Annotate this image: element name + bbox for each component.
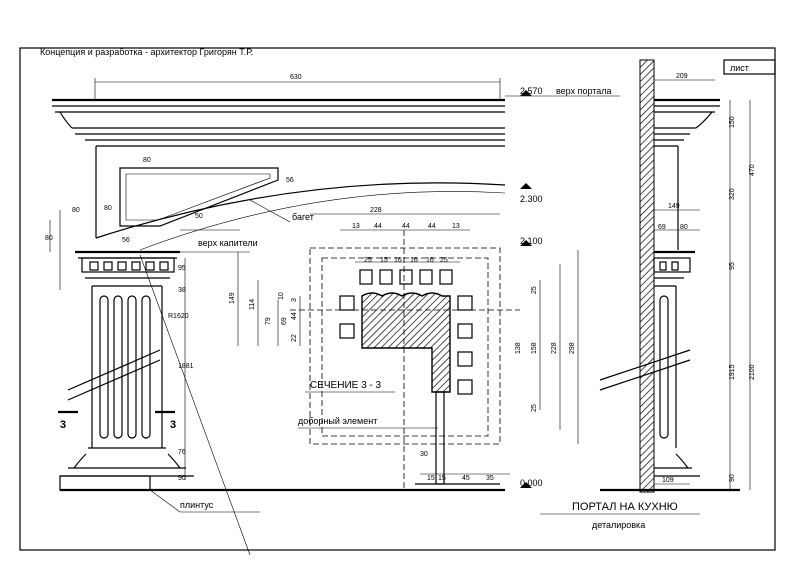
level-arch: 2.300	[520, 194, 543, 204]
dim-630: 630	[290, 74, 302, 81]
extra-element	[435, 391, 445, 485]
side-dim-90: 90	[729, 474, 736, 482]
dim-80c: 80	[72, 207, 80, 214]
dim-16a: 16	[394, 257, 402, 264]
side-dim-149: 149	[668, 203, 680, 210]
subtitle-text: деталировка	[592, 520, 645, 530]
dim-80d: 80	[45, 235, 53, 242]
sheet-label: лист	[730, 63, 749, 73]
label-plinth: плинтус	[180, 500, 214, 510]
dim-35: 35	[486, 475, 494, 482]
cut-marker-right: 3	[170, 419, 176, 431]
dim-10: 10	[278, 292, 285, 300]
dim-15: 15	[380, 257, 388, 264]
dim-114: 114	[249, 299, 256, 310]
dim-80b: 80	[104, 205, 112, 212]
dim-50: 50	[195, 213, 203, 220]
side-dim-320: 320	[729, 188, 736, 200]
label-extra: доборный элемент	[298, 416, 377, 426]
section-3-3	[237, 213, 579, 490]
level-top-label: верх портала	[556, 86, 612, 96]
credit-text: Концепция и разработка - архитектор Григ…	[40, 47, 253, 57]
level-marks	[505, 90, 620, 488]
side-dim-80: 80	[680, 224, 688, 231]
dim-228v: 228	[551, 342, 558, 354]
section-profile	[361, 292, 451, 393]
sheet-frame	[19, 47, 776, 551]
front-view: 3 3	[49, 78, 506, 556]
side-dim-2100: 2100	[749, 364, 756, 380]
level-capital: 2.100	[520, 236, 543, 246]
dim-15b: 15	[427, 475, 435, 482]
side-dim-95: 95	[729, 262, 736, 270]
dim-25d: 25	[531, 404, 538, 412]
title-text: ПОРТАЛ НА КУХНЮ	[572, 501, 678, 513]
dim-13a: 13	[352, 223, 360, 230]
side-dim-69: 69	[658, 224, 666, 231]
level-floor: 0.000	[520, 478, 543, 488]
dim-30: 30	[420, 451, 428, 458]
dim-80a: 80	[143, 157, 151, 164]
dim-56a: 56	[286, 177, 294, 184]
dim-25c: 25	[531, 286, 538, 294]
dim-138: 138	[515, 342, 522, 354]
dim-44a: 44	[374, 223, 382, 230]
dim-3: 3	[291, 298, 298, 302]
dim-298: 298	[569, 342, 576, 354]
dim-45: 45	[462, 475, 470, 482]
dim-44b: 44	[402, 223, 410, 230]
label-capital: верх капители	[198, 238, 258, 248]
dim-69: 69	[281, 317, 288, 325]
cut-marker-left: 3	[60, 419, 66, 431]
section-title: СЕЧЕНИЕ 3 - 3	[310, 380, 382, 391]
baget-panel	[119, 167, 279, 227]
dim-22: 22	[291, 334, 298, 342]
dim-228: 228	[370, 207, 382, 214]
dim-15c: 15	[438, 475, 446, 482]
dim-25a: 25	[364, 257, 372, 264]
level-top: 2.570	[520, 86, 543, 96]
dim-44c: 44	[428, 223, 436, 230]
dim-16c: 16	[426, 257, 434, 264]
dim-13b: 13	[452, 223, 460, 230]
dim-44v: 44	[291, 312, 298, 320]
label-baget: багет	[292, 212, 314, 222]
side-view	[599, 59, 776, 493]
dim-90: 90	[178, 475, 186, 482]
side-dim-150: 150	[729, 116, 736, 128]
dim-149: 149	[229, 292, 236, 304]
side-dim-109: 109	[662, 477, 674, 484]
dim-158: 158	[531, 342, 538, 354]
dim-25b: 25	[440, 257, 448, 264]
dim-16b: 16	[410, 257, 418, 264]
dim-38: 38	[178, 287, 186, 294]
dim-56b: 56	[122, 237, 130, 244]
dim-76: 76	[178, 449, 186, 456]
side-dim-209: 209	[676, 73, 688, 80]
dim-79: 79	[265, 317, 272, 325]
dim-95: 95	[178, 265, 186, 272]
dim-1881: 1881	[178, 363, 194, 370]
side-dim-1915: 1915	[729, 364, 736, 380]
side-dim-470: 470	[749, 164, 756, 176]
dim-r1620: R1620	[168, 313, 189, 320]
